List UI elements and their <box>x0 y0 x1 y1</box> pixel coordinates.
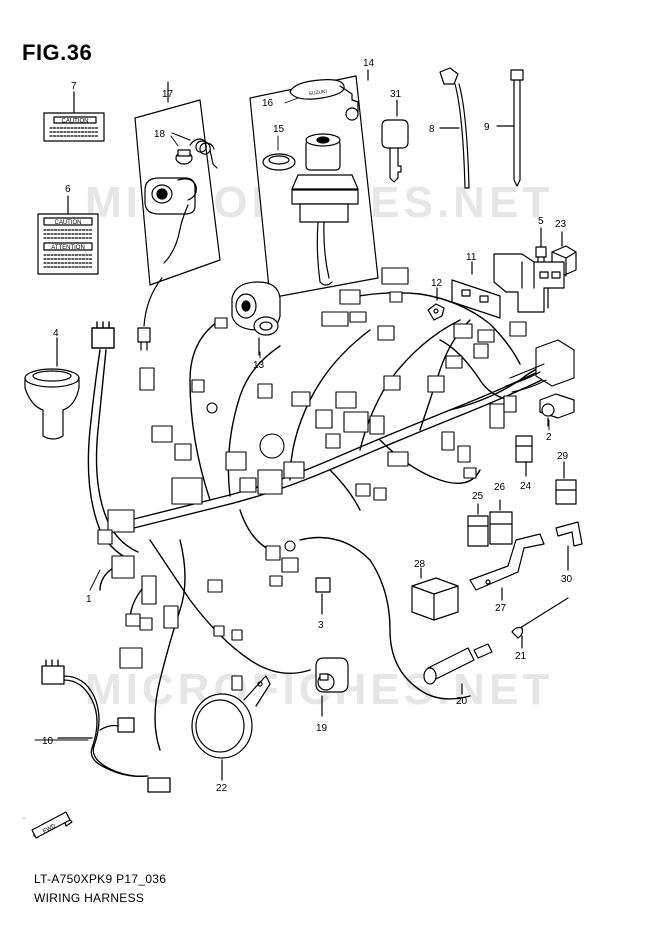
part-4-boot <box>24 337 80 440</box>
callout-numbers: 1 2 3 4 5 6 7 8 9 10 11 12 13 14 15 16 1… <box>42 58 573 794</box>
callout-2: 2 <box>546 432 552 443</box>
model-code: LT-A750XPK9 P17_036 <box>34 872 167 886</box>
callout-31: 31 <box>390 89 402 100</box>
part-10-sub-harness <box>41 659 171 793</box>
callout-28: 28 <box>414 559 426 570</box>
part-27-bracket <box>469 533 545 601</box>
caution-label-7-text: CAUTION <box>62 119 89 125</box>
part-31-key <box>381 99 409 183</box>
part-21-probe <box>511 597 569 649</box>
callout-6: 6 <box>65 184 71 195</box>
part-28-box <box>411 567 459 621</box>
callout-12: 12 <box>431 278 443 289</box>
figure-title: FIG.36 <box>22 40 93 65</box>
part-9-cable-tie <box>496 69 524 187</box>
fwd-arrow-icon: FWD <box>31 811 73 839</box>
part-3-connector <box>315 577 331 615</box>
part-5-fuse <box>535 227 547 265</box>
callout-13: 13 <box>253 360 265 371</box>
callout-5: 5 <box>538 216 544 227</box>
callout-10: 10 <box>42 736 54 747</box>
callout-4: 4 <box>53 328 59 339</box>
part-29-coupler <box>555 461 577 505</box>
attention-label-6-text: ATTENTION <box>51 245 85 251</box>
callout-24: 24 <box>520 481 532 492</box>
part-11-fuse-box <box>451 253 565 319</box>
ignition-key-brand: SUZUKI <box>308 89 327 97</box>
callout-leader-lines <box>23 97 550 819</box>
part-30-bracket <box>555 521 583 571</box>
part-26-coupler <box>489 499 513 545</box>
callout-8: 8 <box>429 124 435 135</box>
callout-21: 21 <box>515 651 527 662</box>
callout-23: 23 <box>555 219 567 230</box>
callout-30: 30 <box>561 574 573 585</box>
part-19-switch <box>315 657 349 717</box>
callout-11: 11 <box>466 252 477 263</box>
callout-29: 29 <box>557 451 569 462</box>
callout-20: 20 <box>456 696 468 707</box>
part-24-coupler <box>515 435 533 477</box>
part-14-ignition-switch: SUZUKI <box>249 69 379 299</box>
callout-22: 22 <box>216 783 228 794</box>
harness-connectors <box>97 267 575 691</box>
callout-17: 17 <box>162 89 174 100</box>
part-8-clamp <box>439 67 470 189</box>
callout-1: 1 <box>86 594 92 605</box>
callout-7: 7 <box>71 81 77 92</box>
callout-19: 19 <box>316 723 328 734</box>
callout-25: 25 <box>472 491 484 502</box>
callout-14: 14 <box>363 58 375 69</box>
callout-27: 27 <box>495 603 507 614</box>
part-2-connector-cover <box>539 393 575 427</box>
callout-3: 3 <box>318 620 324 631</box>
part-25-coupler <box>467 503 489 547</box>
callout-16: 16 <box>262 98 274 109</box>
callout-15: 15 <box>273 124 285 135</box>
callout-18: 18 <box>154 129 166 140</box>
part-17-switch-assembly <box>134 81 221 351</box>
part-7-caution-label: CAUTION <box>43 91 105 142</box>
part-13-socket <box>231 281 281 356</box>
part-22-horn <box>191 675 271 781</box>
part-12-clip <box>427 287 445 321</box>
part-20-sensor <box>423 643 493 695</box>
caution-label-6-text: CAUTION <box>55 220 82 226</box>
section-title: WIRING HARNESS <box>34 891 145 905</box>
callout-9: 9 <box>484 122 490 133</box>
callout-26: 26 <box>494 482 506 493</box>
part-6-caution-attention-label: CAUTION ATTENTION <box>37 195 99 275</box>
